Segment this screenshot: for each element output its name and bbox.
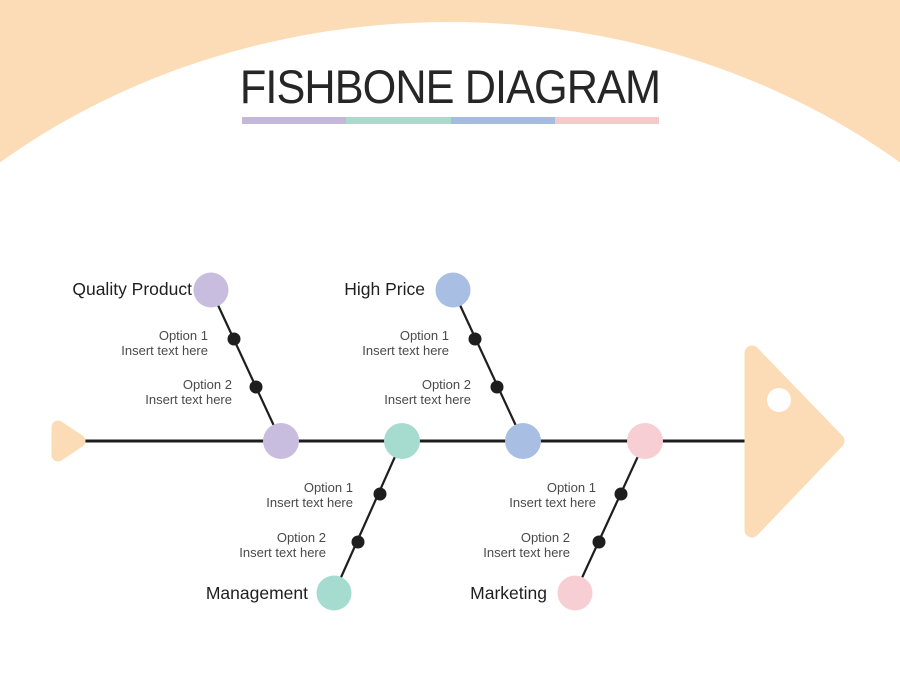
branch-line-marketing: [574, 440, 646, 594]
category-label-marketing[interactable]: Marketing: [470, 583, 547, 603]
option-dot: [468, 332, 482, 346]
option-dot: [227, 332, 241, 346]
option-label[interactable]: Option 2: [276, 530, 326, 545]
option-2-management[interactable]: Option 2 Insert text here: [239, 530, 326, 560]
option-dot: [351, 535, 365, 549]
page-title: FISHBONE DIAGRAM: [239, 60, 661, 113]
header-band: [0, 0, 900, 230]
underline-segment-lavender: [242, 117, 347, 124]
fish-head: [744, 345, 845, 538]
option-label[interactable]: Option 2: [182, 377, 232, 392]
category-circle-quality-product: [193, 272, 229, 308]
option-text[interactable]: Insert text here: [145, 392, 232, 407]
option-text[interactable]: Insert text here: [384, 392, 471, 407]
option-dot: [249, 380, 263, 394]
option-label[interactable]: Option 1: [158, 328, 208, 343]
underline-segment-rose: [554, 117, 659, 124]
option-text[interactable]: Insert text here: [239, 545, 326, 560]
option-dot: [592, 535, 606, 549]
category-circle-marketing: [557, 575, 593, 611]
option-1-management[interactable]: Option 1 Insert text here: [266, 480, 353, 510]
fish-tail: [51, 420, 86, 462]
option-label[interactable]: Option 1: [399, 328, 449, 343]
junction-circle-high-price: [505, 423, 541, 459]
category-circle-management: [316, 575, 352, 611]
branch-line-quality-product: [210, 289, 282, 442]
option-1-marketing[interactable]: Option 1 Insert text here: [509, 480, 596, 510]
branch-line-management: [332, 440, 404, 594]
option-2-quality-product[interactable]: Option 2 Insert text here: [145, 377, 232, 407]
junction-circle-quality-product: [263, 423, 299, 459]
junction-circle-marketing: [627, 423, 663, 459]
branch-line-high-price: [452, 289, 524, 442]
option-label[interactable]: Option 1: [546, 480, 596, 495]
option-label[interactable]: Option 2: [520, 530, 570, 545]
category-label-quality-product[interactable]: Quality Product: [72, 279, 192, 299]
category-label-high-price[interactable]: High Price: [344, 279, 425, 299]
category-circle-high-price: [435, 272, 471, 308]
option-dot: [614, 487, 628, 501]
option-text[interactable]: Insert text here: [121, 343, 208, 358]
option-label[interactable]: Option 1: [303, 480, 353, 495]
option-text[interactable]: Insert text here: [483, 545, 570, 560]
category-label-management[interactable]: Management: [205, 583, 308, 603]
option-text[interactable]: Insert text here: [266, 495, 353, 510]
fish-eye-icon: [767, 388, 791, 412]
option-1-high-price[interactable]: Option 1 Insert text here: [362, 328, 449, 358]
option-text[interactable]: Insert text here: [362, 343, 449, 358]
junction-circle-management: [384, 423, 420, 459]
underline-segment-mint: [346, 117, 451, 124]
option-dot: [373, 487, 387, 501]
title-underline: [242, 117, 659, 124]
option-dot: [490, 380, 504, 394]
underline-segment-periwinkle: [450, 117, 555, 124]
option-1-quality-product[interactable]: Option 1 Insert text here: [121, 328, 208, 358]
option-label[interactable]: Option 2: [421, 377, 471, 392]
option-2-high-price[interactable]: Option 2 Insert text here: [384, 377, 471, 407]
option-text[interactable]: Insert text here: [509, 495, 596, 510]
option-2-marketing[interactable]: Option 2 Insert text here: [483, 530, 570, 560]
